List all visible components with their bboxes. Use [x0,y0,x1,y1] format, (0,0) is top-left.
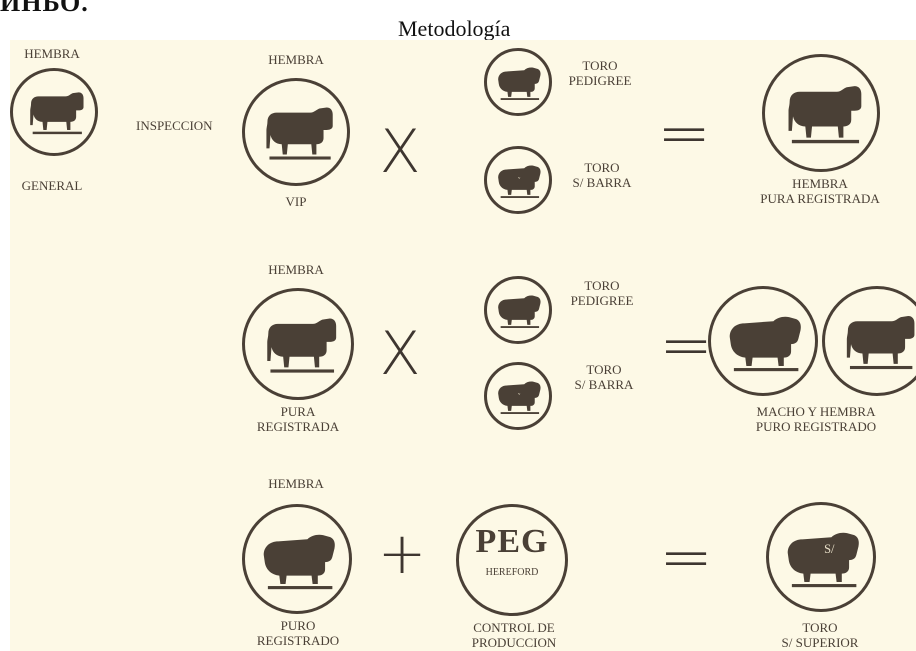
equals-operator: = [657,97,711,171]
equals-operator: = [659,309,713,383]
cow-icon [762,54,880,172]
cut-off-heading: ИНЬО. [0,0,89,17]
cross-operator: X [379,117,421,187]
equals-operator: = [659,521,713,595]
peg-logo-subtext: HEREFORD [485,567,539,578]
bull-icon [708,286,818,396]
bull-icon: S/ [766,502,876,612]
bull-icon: ᵛ [484,146,552,214]
svg-text:ᵛ: ᵛ [517,174,521,183]
bull-icon [484,48,552,116]
label-inspeccion: INSPECCION [136,118,213,133]
bull-icon [242,504,352,614]
cow-icon [242,78,350,186]
svg-text:ᵛ: ᵛ [517,390,521,399]
methodology-diagram: HEMBRA GENERAL INSPECCION HEMBRA VIP X T… [10,40,916,651]
cross-operator: X [379,319,421,389]
label-hembra-row2-top: HEMBRA [268,262,324,277]
label-general: GENERAL [21,178,83,193]
label-hembra-general-top: HEMBRA [24,46,80,61]
peg-logo-text: PEG [475,523,549,560]
cow-icon [822,286,916,396]
cow-icon [10,68,98,156]
cow-icon [242,288,354,400]
bull-icon: ᵛ [484,362,552,430]
peg-hereford-logo: PEG HEREFORD [456,504,568,616]
bull-icon [484,276,552,344]
label-hembra-row3-top: HEMBRA [268,476,324,491]
label-hembra-vip-top: HEMBRA [268,52,324,67]
plus-operator: + [377,519,427,587]
page-title: Metodología [398,16,511,41]
superior-badge: S/ [824,542,835,556]
label-vip: VIP [285,194,307,209]
